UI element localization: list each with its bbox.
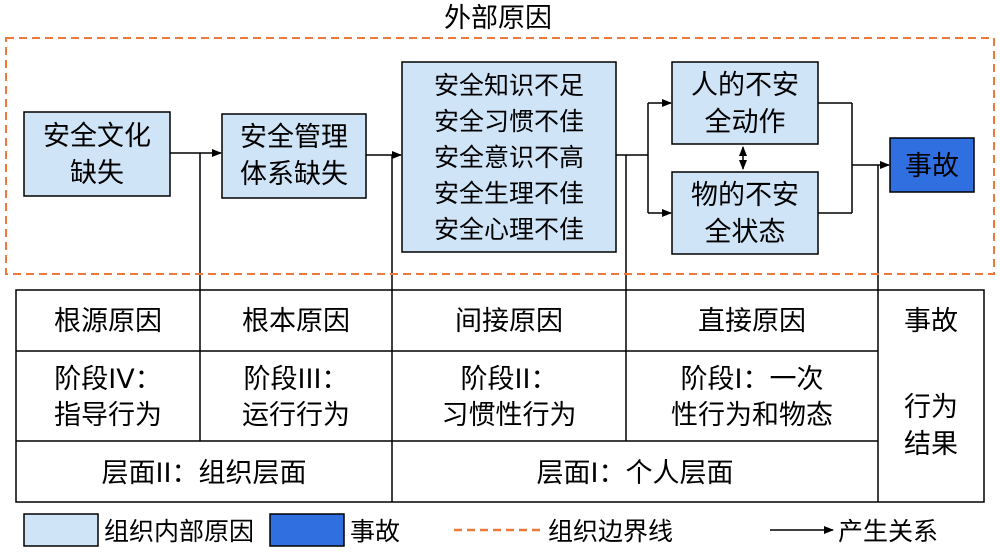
cause-cell: 间接原因 [455,306,563,337]
level-cell: 层面I：个人层面 [537,458,734,489]
box-line: 全状态 [705,217,786,248]
box-accident: 事故 [889,137,975,193]
box-safety-management: 安全管理 体系缺失 [221,113,367,199]
legend-label: 产生关系 [838,517,938,546]
legend-swatch-light [23,513,99,547]
cause-row: 根源原因 根本原因 间接原因 直接原因 事故 [54,306,958,337]
box-line: 安全生理不佳 [434,179,584,208]
stage-cell: 阶段IV： [54,364,161,395]
box-unsafe-state: 物的不安 全状态 [671,171,819,255]
result-cell: 行为 [904,392,958,423]
box-line: 体系缺失 [240,159,348,190]
box-line: 安全文化 [43,121,151,152]
legend-label: 组织边界线 [548,517,673,546]
outer-cause-label: 外部原因 [444,3,552,34]
box-line: 安全管理 [240,122,348,153]
level-cell: 层面II：组织层面 [102,458,307,489]
box-line: 人的不安 [691,70,799,101]
box-line: 缺失 [70,158,124,189]
cause-cell: 直接原因 [698,306,806,337]
box-line: 安全知识不足 [434,71,584,100]
stage-cell: 指导行为 [54,400,162,431]
legend-label: 事故 [350,517,400,546]
result-cell: 结果 [904,429,958,460]
box-indirect-causes: 安全知识不足 安全习惯不佳 安全意识不高 安全生理不佳 安全心理不佳 [401,61,617,253]
stage-cell: 运行行为 [242,400,350,431]
box-safety-culture: 安全文化 缺失 [23,111,171,197]
box-line: 安全心理不佳 [434,215,584,244]
box-line: 全动作 [705,107,786,138]
connectors [170,99,890,290]
box-unsafe-act: 人的不安 全动作 [671,61,819,145]
stage-row: 阶段IV： 指导行为 阶段III： 运行行为 阶段II： 习惯性行为 阶段I：一… [54,364,958,460]
stage-cell: 阶段III： [244,364,349,395]
legend: 组织内部原因 事故 组织边界线 产生关系 [23,513,938,547]
legend-swatch-dark [269,513,345,547]
organization-boundary-line [5,37,995,275]
legend-item-accident: 事故 [269,513,400,547]
stage-cell: 阶段I：一次 [681,364,824,395]
legend-item-internal-cause: 组织内部原因 [23,513,254,547]
stage-cell: 习惯性行为 [442,400,577,431]
cause-cell: 根本原因 [242,306,350,337]
level-row: 层面II：组织层面 层面I：个人层面 [102,458,734,489]
legend-label: 组织内部原因 [104,517,254,546]
legend-item-boundary: 组织边界线 [454,517,673,546]
box-line: 事故 [905,151,959,182]
table-grid [15,289,985,503]
stage-cell: 阶段II： [461,364,558,395]
box-line: 物的不安 [691,180,799,211]
cause-cell: 事故 [904,306,958,337]
box-line: 安全习惯不佳 [434,107,584,136]
box-line: 安全意识不高 [434,143,584,172]
legend-item-relation: 产生关系 [770,517,938,546]
stage-cell: 性行为和物态 [671,400,833,431]
cause-cell: 根源原因 [54,306,162,337]
